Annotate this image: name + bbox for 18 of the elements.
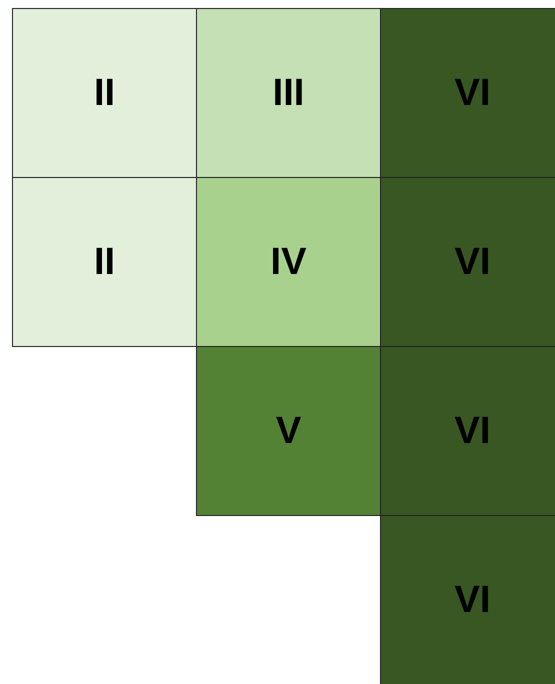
colored-cell bbox=[380, 346, 555, 516]
colored-cell bbox=[380, 8, 555, 178]
roman-numeral: III bbox=[272, 74, 304, 112]
colored-cell bbox=[12, 177, 197, 347]
roman-numeral: VI bbox=[454, 74, 490, 112]
colored-cell bbox=[12, 8, 197, 178]
colored-cell bbox=[196, 8, 381, 178]
roman-numeral: VI bbox=[454, 581, 490, 619]
roman-numeral: VI bbox=[454, 243, 490, 281]
colored-cell bbox=[196, 346, 381, 516]
colored-cell bbox=[380, 177, 555, 347]
roman-numeral: VI bbox=[454, 412, 490, 450]
roman-numeral: IV bbox=[270, 243, 306, 281]
roman-numeral: II bbox=[94, 74, 116, 112]
roman-numeral: II bbox=[94, 243, 116, 281]
colored-cell bbox=[380, 515, 555, 684]
roman-numeral: V bbox=[276, 412, 302, 450]
colored-cell bbox=[196, 177, 381, 347]
